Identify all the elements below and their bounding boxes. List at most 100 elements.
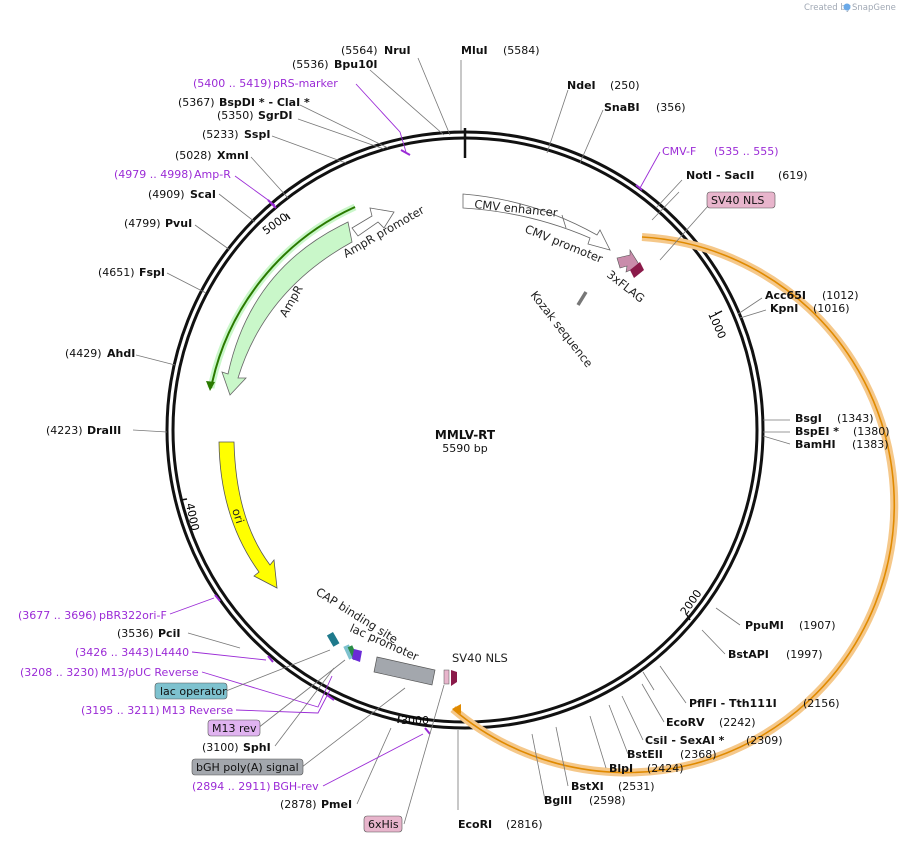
enzyme-pos: (1383)	[852, 438, 889, 451]
enzyme-name: BsgI	[795, 412, 822, 425]
enzyme-pos: (1380)	[853, 425, 890, 438]
enzyme-name: SphI	[243, 741, 271, 754]
enzyme-name: BspEI *	[795, 425, 839, 438]
enzyme-pos: (4429)	[65, 347, 102, 360]
tick-2000-mark	[686, 614, 691, 621]
his-feature	[451, 670, 457, 686]
tick-1000: 1000	[705, 310, 728, 341]
primer-range: (2894 .. 2911)	[192, 780, 271, 793]
enzyme-name: KpnI	[770, 302, 798, 315]
box-leader-lines	[225, 205, 709, 825]
primer-name: CMV-F	[662, 145, 696, 158]
enzyme-name: PpuMI	[745, 619, 784, 632]
svg-text:bGH poly(A) signal: bGH poly(A) signal	[196, 761, 299, 774]
enzyme-pos: (5564)	[341, 44, 378, 57]
enzyme-pos: (619)	[778, 169, 808, 182]
label-cmv-enhancer: CMV enhancer	[474, 197, 559, 220]
cmv-divider	[561, 214, 567, 229]
tick-4000-mark	[180, 498, 188, 501]
boxed-label-m13-rev: M13 rev	[207, 719, 261, 737]
enzyme-pos: (1907)	[799, 619, 836, 632]
enzyme-pos: (2309)	[746, 734, 783, 747]
enzyme-pos: (5367)	[178, 96, 215, 109]
enzyme-name: BspDI * - ClaI *	[219, 96, 310, 109]
bgh-polya-feature	[373, 656, 436, 686]
boxed-label-sv40-nls: SV40 NLS	[706, 191, 776, 209]
svg-text:M13 rev: M13 rev	[212, 722, 257, 735]
enzyme-pos: (1997)	[786, 648, 823, 661]
snapgene-logo-icon	[843, 3, 851, 11]
sv40-small-feature	[443, 669, 450, 685]
enzyme-pos: (356)	[656, 101, 686, 114]
enzyme-name: PflFI - Tth111I	[689, 697, 777, 710]
enzyme-pos: (2816)	[506, 818, 543, 831]
enzyme-pos: (5233)	[202, 128, 239, 141]
primer-range: (3677 .. 3696)	[18, 609, 97, 622]
enzyme-pos: (1016)	[813, 302, 850, 315]
enzyme-pos: (2242)	[719, 716, 756, 729]
tick-5000-mark	[285, 213, 291, 220]
enzyme-pos: (2531)	[618, 780, 655, 793]
primer-range: (535 .. 555)	[714, 145, 779, 158]
enzyme-pos: (5536)	[292, 58, 329, 71]
enzyme-name: SgrDI	[258, 109, 292, 122]
enzyme-pos: (5350)	[217, 109, 254, 122]
primer-name: BGH-rev	[273, 780, 319, 793]
flag-dark-feature	[630, 262, 644, 278]
primer-name: pBR322ori-F	[99, 609, 167, 622]
enzyme-name: NruI	[384, 44, 411, 57]
leader-lines	[132, 57, 791, 810]
primer-range: (3426 .. 3443)	[75, 646, 154, 659]
boxed-label-6xhis: 6xHis	[363, 815, 403, 833]
tick-3000-mark	[397, 715, 400, 724]
enzyme-name: XmnI	[217, 149, 249, 162]
credit-brand: SnapGene	[852, 3, 896, 13]
enzyme-pos: (3100)	[202, 741, 239, 754]
credit-prefix: Created by	[804, 3, 851, 13]
enzyme-name: EcoRV	[666, 716, 705, 729]
cmv-enhancer-promoter-feature	[462, 193, 611, 251]
enzyme-pos: (5584)	[503, 44, 540, 57]
primer-range: (5400 .. 5419)	[193, 77, 272, 90]
primer-range: (4979 .. 4998)	[114, 168, 193, 181]
ampr-outer-arrowhead	[206, 381, 215, 391]
enzyme-pos: (4651)	[98, 266, 135, 279]
enzyme-name: BstEII	[627, 748, 663, 761]
plasmid-length: 5590 bp	[442, 442, 487, 455]
enzyme-name: PciI	[158, 627, 180, 640]
orf-arc	[452, 236, 896, 774]
primer-name: Amp-R	[194, 168, 231, 181]
enzyme-name: CsiI - SexAI *	[645, 734, 725, 747]
enzyme-name: SnaBI	[604, 101, 640, 114]
orf-halo	[450, 233, 899, 777]
enzyme-name: Acc65I	[765, 289, 806, 302]
enzyme-pos: (2156)	[803, 697, 840, 710]
enzyme-pos: (1012)	[822, 289, 859, 302]
m13-feature	[352, 649, 362, 662]
enzyme-name: Bpu10I	[334, 58, 378, 71]
enzyme-name: BamHI	[795, 438, 836, 451]
enzyme-pos: (4909)	[148, 188, 185, 201]
tick-4000: 4000	[183, 502, 202, 532]
boxed-label-lac-operator: lac operator	[154, 682, 228, 700]
enzyme-pos: (4799)	[124, 217, 161, 230]
label-kozak: Kozak sequence	[528, 288, 596, 370]
enzyme-labels: MluI (5584) (5564) NruI (5536) Bpu10I (5…	[46, 44, 890, 831]
svg-text:6xHis: 6xHis	[368, 818, 399, 831]
tick-3000: 3000	[401, 714, 429, 727]
svg-text:lac operator: lac operator	[160, 685, 227, 698]
enzyme-name: PvuI	[165, 217, 192, 230]
plasmid-name: MMLV-RT	[435, 428, 496, 442]
ampr-promoter-feature	[351, 207, 395, 237]
label-sv40-nls-inner: SV40 NLS	[452, 651, 508, 665]
orf-arrowhead	[452, 704, 461, 714]
enzyme-pos: (3536)	[117, 627, 154, 640]
ori-feature	[218, 441, 278, 589]
enzyme-name: AhdI	[107, 347, 135, 360]
enzyme-name: DraIII	[87, 424, 121, 437]
enzyme-pos: (2368)	[680, 748, 717, 761]
enzyme-pos: (5028)	[175, 149, 212, 162]
primer-name: L4440	[155, 646, 189, 659]
enzyme-name: NotI - SacII	[686, 169, 754, 182]
